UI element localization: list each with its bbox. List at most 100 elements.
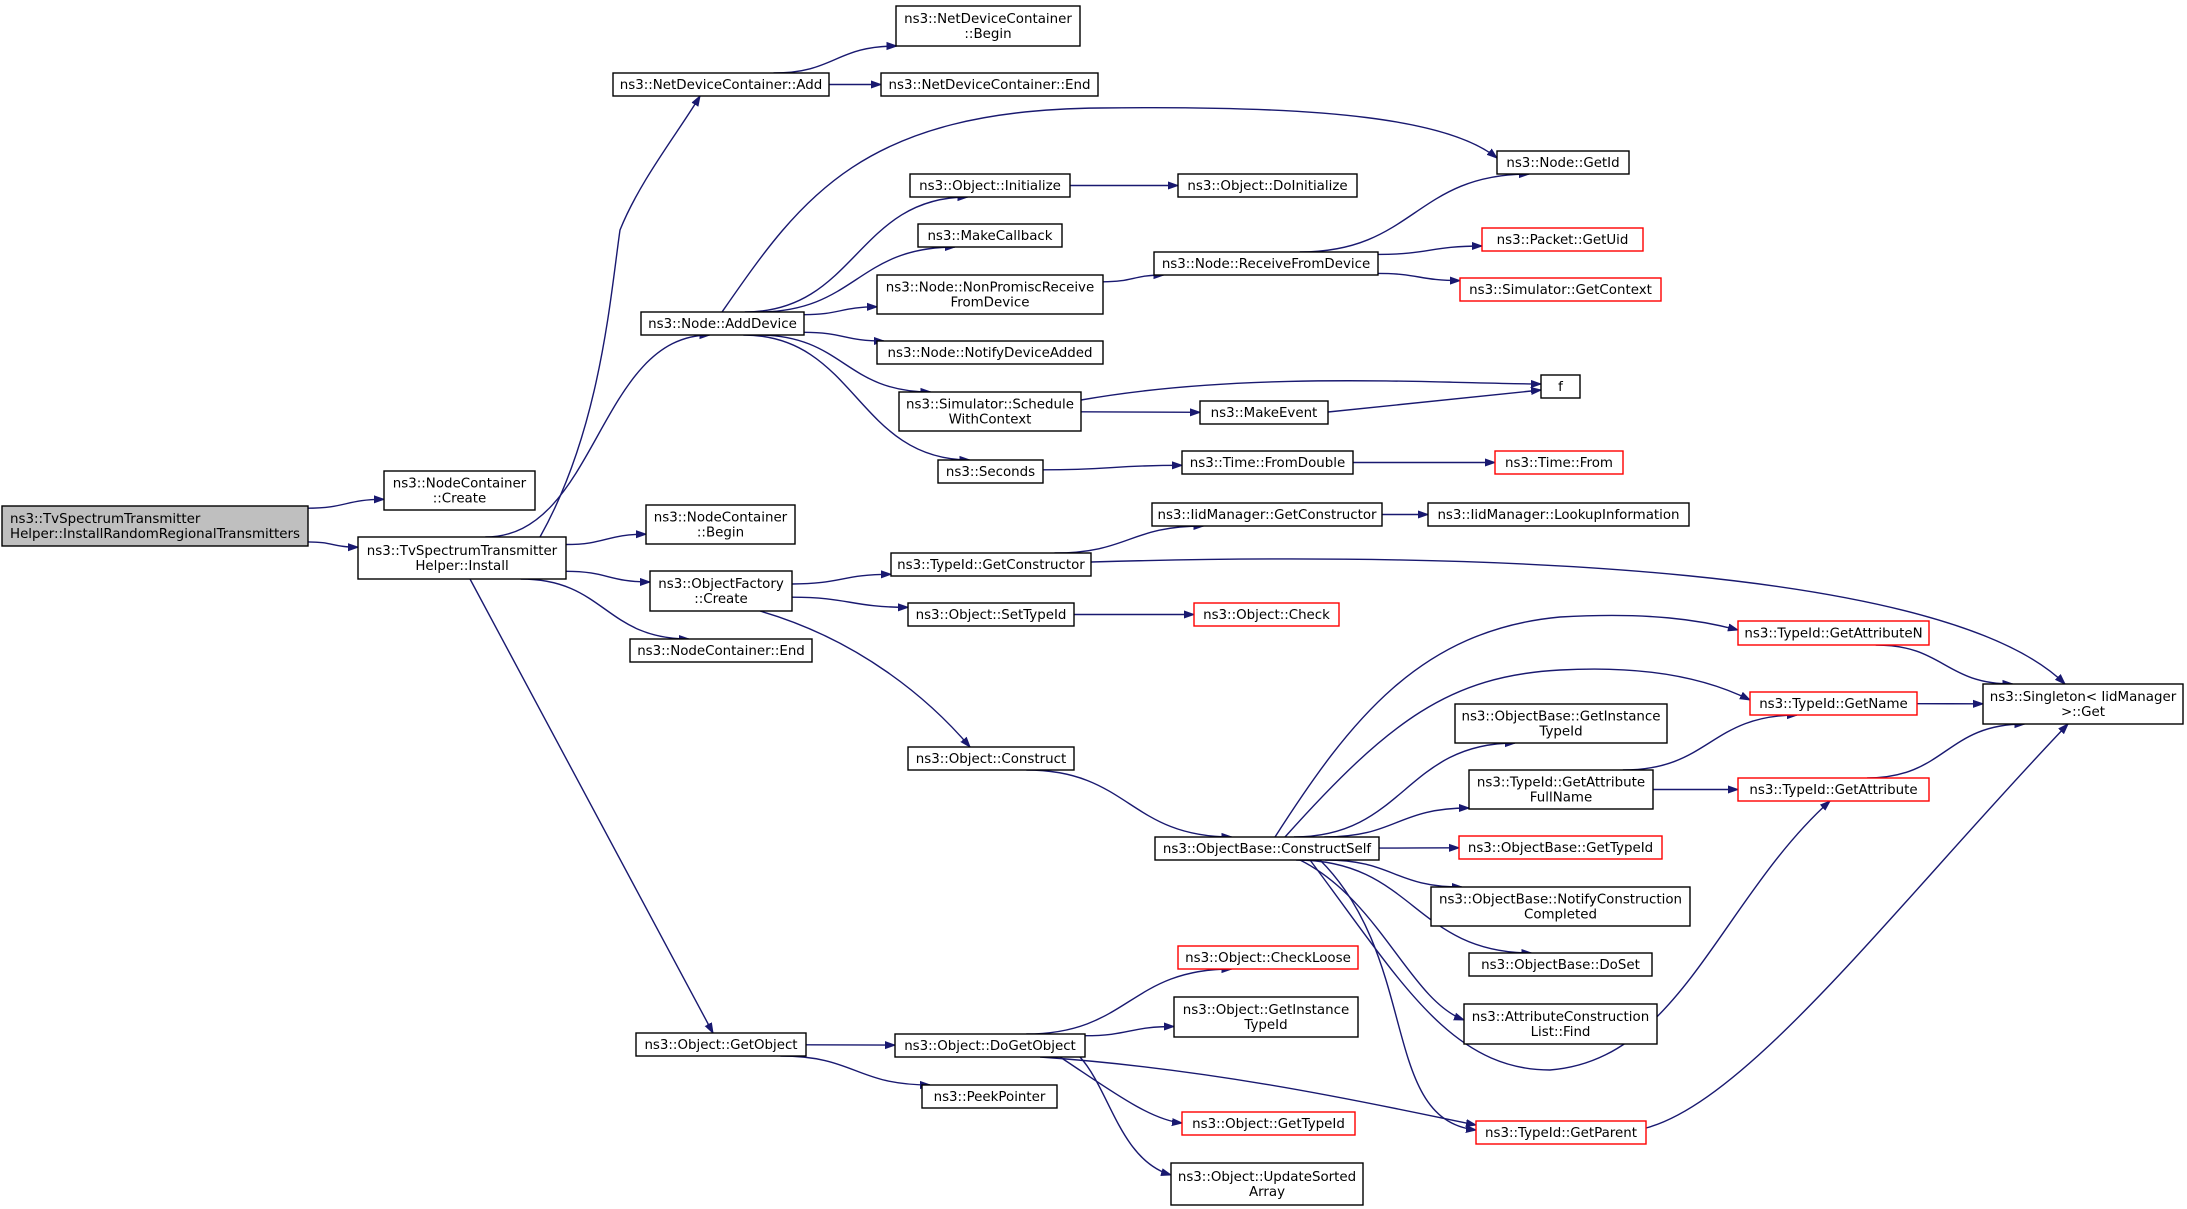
node-iid_lookup[interactable]: ns3::IidManager::LookupInformation — [1427, 502, 1690, 527]
edge-obj_dogetobject-to-obj_getinstancetypeid — [1084, 1027, 1174, 1037]
node-obj_dogetobject[interactable]: ns3::Object::DoGetObject — [894, 1033, 1086, 1058]
node-nc_end[interactable]: ns3::NodeContainer::End — [629, 638, 813, 663]
edge-install-to-ndc_add — [539, 96, 700, 538]
node-peekpointer[interactable]: ns3::PeekPointer — [921, 1084, 1058, 1109]
node-box — [1749, 691, 1918, 716]
node-obj_getobject[interactable]: ns3::Object::GetObject — [635, 1032, 807, 1057]
node-obj_checkloose[interactable]: ns3::Object::CheckLoose — [1177, 945, 1359, 970]
node-box — [1737, 777, 1930, 802]
node-label: FullName — [1530, 791, 1592, 806]
edge-typeid_getconstructor-to-singleton_get — [1090, 558, 2065, 684]
node-node_receivefromdevice[interactable]: ns3::Node::ReceiveFromDevice — [1153, 251, 1379, 276]
node-box — [1454, 703, 1668, 744]
node-label: >::Get — [2061, 705, 2105, 720]
node-makecallback[interactable]: ns3::MakeCallback — [917, 223, 1063, 248]
node-typeid_getparent[interactable]: ns3::TypeId::GetParent — [1475, 1120, 1647, 1145]
edge-objbase_constructself-to-objbase_doset — [1296, 859, 1531, 953]
node-label: ns3::TypeId::GetConstructor — [897, 558, 1085, 573]
edge-sim_schedule-to-f — [1080, 381, 1541, 401]
node-ndc_end[interactable]: ns3::NetDeviceContainer::End — [880, 72, 1099, 97]
node-makeevent[interactable]: ns3::MakeEvent — [1199, 400, 1329, 425]
node-sim_getcontext[interactable]: ns3::Simulator::GetContext — [1459, 277, 1662, 302]
node-label: ns3::TypeId::GetName — [1759, 697, 1908, 712]
node-node_getid[interactable]: ns3::Node::GetId — [1496, 150, 1630, 175]
node-label: ns3::TvSpectrumTransmitter — [10, 512, 201, 527]
node-obj_settypeid[interactable]: ns3::Object::SetTypeId — [907, 602, 1075, 627]
node-obj_doinitialize[interactable]: ns3::Object::DoInitialize — [1177, 173, 1358, 198]
node-singleton_get[interactable]: ns3::Singleton< IidManager >::Get — [1982, 683, 2184, 725]
node-seconds[interactable]: ns3::Seconds — [937, 459, 1044, 484]
node-label: ns3::Object::GetInstance — [1183, 1003, 1349, 1018]
node-node_adddevice[interactable]: ns3::Node::AddDevice — [640, 311, 805, 336]
edge-obj_dogetobject-to-obj_updatesorted — [1079, 1056, 1171, 1175]
node-box — [880, 72, 1099, 97]
node-time_fromdouble[interactable]: ns3::Time::FromDouble — [1181, 450, 1354, 475]
node-box — [640, 311, 805, 336]
edge-sim_schedule-to-makeevent — [1080, 412, 1200, 413]
node-install[interactable]: ns3::TvSpectrumTransmitterHelper::Instal… — [357, 536, 567, 580]
node-box — [1459, 277, 1662, 302]
node-ndc_add[interactable]: ns3::NetDeviceContainer::Add — [612, 72, 830, 97]
node-label: ns3::Node::NonPromiscReceive — [886, 281, 1094, 296]
node-objbase_notify[interactable]: ns3::ObjectBase::NotifyConstructionCompl… — [1430, 886, 1691, 927]
node-nc_begin[interactable]: ns3::NodeContainer::Begin — [645, 504, 796, 545]
edge-node_receivefromdevice-to-node_getid — [1299, 174, 1529, 253]
node-box — [890, 552, 1092, 577]
edge-typeid_getattributen-to-singleton_get — [1875, 644, 2013, 684]
node-node_notify[interactable]: ns3::Node::NotifyDeviceAdded — [876, 340, 1104, 365]
node-obj_construct[interactable]: ns3::Object::Construct — [907, 746, 1075, 771]
node-objbase_gettypeid[interactable]: ns3::ObjectBase::GetTypeId — [1458, 835, 1663, 860]
edge-node_nonpromisc-to-node_receivefromdevice — [1102, 275, 1164, 283]
edge-typeid_getattribute-to-singleton_get — [1867, 724, 2025, 779]
node-box — [1193, 602, 1340, 627]
node-label: ns3::Time::From — [1505, 456, 1613, 471]
node-time_from[interactable]: ns3::Time::From — [1494, 450, 1624, 475]
node-label: ns3::IidManager::LookupInformation — [1437, 508, 1679, 523]
edge-objbase_constructself-to-typeid_getattribute — [1309, 801, 1830, 1071]
node-obj_gettypeid[interactable]: ns3::Object::GetTypeId — [1181, 1111, 1356, 1136]
edge-node_adddevice-to-makecallback — [757, 247, 956, 313]
edge-objbase_constructself-to-typeid_getname — [1284, 668, 1750, 838]
node-iid_getconstructor[interactable]: ns3::IidManager::GetConstructor — [1151, 502, 1383, 527]
node-ndc_begin[interactable]: ns3::NetDeviceContainer::Begin — [895, 5, 1081, 47]
node-packet_getuid[interactable]: ns3::Packet::GetUid — [1481, 227, 1644, 252]
node-label: f — [1558, 380, 1563, 395]
node-label: ns3::NodeContainer — [393, 477, 527, 492]
node-typeid_getattributen[interactable]: ns3::TypeId::GetAttributeN — [1737, 620, 1930, 646]
node-box — [1737, 620, 1930, 646]
node-label: ns3::Packet::GetUid — [1497, 233, 1629, 248]
node-label: ns3::MakeEvent — [1211, 406, 1318, 421]
node-typeid_getname[interactable]: ns3::TypeId::GetName — [1749, 691, 1918, 716]
node-box — [898, 391, 1082, 432]
node-objfactory_create[interactable]: ns3::ObjectFactory::Create — [649, 570, 793, 612]
node-box — [645, 504, 796, 545]
node-nc_create[interactable]: ns3::NodeContainer::Create — [383, 470, 536, 511]
node-obj_check[interactable]: ns3::Object::Check — [1193, 602, 1340, 627]
edge-objbase_constructself-to-typeid_getattrfullname — [1324, 808, 1469, 838]
node-objbase_constructself[interactable]: ns3::ObjectBase::ConstructSelf — [1154, 836, 1380, 861]
edge-node_receivefromdevice-to-packet_getuid — [1377, 246, 1482, 256]
node-label: ns3::Object::SetTypeId — [916, 608, 1067, 623]
node-box — [917, 223, 1063, 248]
node-typeid_getattribute[interactable]: ns3::TypeId::GetAttribute — [1737, 777, 1930, 802]
node-obj_initialize[interactable]: ns3::Object::Initialize — [909, 173, 1071, 198]
node-f[interactable]: f — [1540, 374, 1581, 399]
edge-install-to-nc_end — [520, 578, 689, 639]
node-objbase_doset[interactable]: ns3::ObjectBase::DoSet — [1468, 952, 1653, 977]
node-typeid_getconstructor[interactable]: ns3::TypeId::GetConstructor — [890, 552, 1092, 577]
node-label: ns3::Simulator::GetContext — [1469, 283, 1652, 298]
node-box — [894, 1033, 1086, 1058]
node-label: ns3::ObjectBase::GetTypeId — [1468, 841, 1653, 856]
node-label: ns3::Object::DoGetObject — [904, 1039, 1076, 1054]
node-label: ns3::NodeContainer::End — [637, 644, 805, 659]
node-label: ns3::AttributeConstruction — [1472, 1010, 1649, 1025]
node-label: TypeId — [1538, 725, 1582, 740]
